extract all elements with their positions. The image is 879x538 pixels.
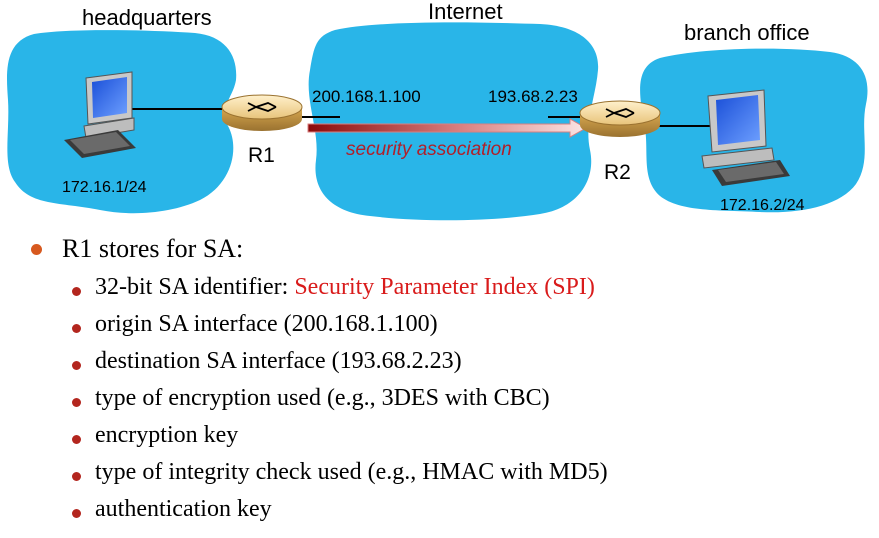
sa-fields-list: R1 stores for SA: 32-bit SA identifier: … (0, 230, 879, 538)
list-item: type of integrity check used (e.g., HMAC… (95, 459, 608, 485)
bullet-dot (72, 324, 81, 333)
bullet-dot (72, 435, 81, 444)
security-association-label: security association (346, 139, 512, 160)
list-item: destination SA interface (193.68.2.23) (95, 348, 462, 374)
ipsec-sa-diagram: headquarters Internet branch office 200.… (7, 0, 868, 221)
bullet-dot (72, 509, 81, 518)
r1-label: R1 (248, 144, 275, 167)
bullet-dot (72, 398, 81, 407)
hq-subnet-label: 172.16.1/24 (62, 179, 147, 196)
internet-cloud (308, 22, 599, 221)
branch-computer-icon (701, 89, 790, 186)
r2-interface-ip: 193.68.2.23 (488, 87, 578, 106)
spi-highlight: Security Parameter Index (SPI) (294, 274, 595, 300)
bullet-dot (31, 244, 42, 255)
headquarters-label: headquarters (82, 5, 212, 30)
list-item: origin SA interface (200.168.1.100) (95, 311, 438, 337)
list-item: type of encryption used (e.g., 3DES with… (95, 385, 550, 411)
list-heading: R1 stores for SA: (62, 234, 244, 263)
list-item: encryption key (95, 422, 239, 448)
hq-computer-icon (64, 71, 136, 158)
bullet-dot (72, 361, 81, 370)
r2-router-icon (579, 100, 661, 137)
branch-office-label: branch office (684, 20, 810, 45)
branch-subnet-label: 172.16.2/24 (720, 197, 805, 214)
list-item: 32-bit SA identifier: Security Parameter… (95, 274, 595, 301)
security-association-tunnel (307, 118, 588, 138)
bullet-dot (72, 287, 81, 296)
bullet-dot (72, 472, 81, 481)
internet-label: Internet (428, 0, 503, 24)
r1-router-icon (221, 94, 303, 131)
list-item-text: 32-bit SA identifier: (95, 274, 295, 300)
r2-label: R2 (604, 161, 631, 184)
r1-interface-ip: 200.168.1.100 (312, 87, 421, 106)
list-item: authentication key (95, 496, 272, 522)
